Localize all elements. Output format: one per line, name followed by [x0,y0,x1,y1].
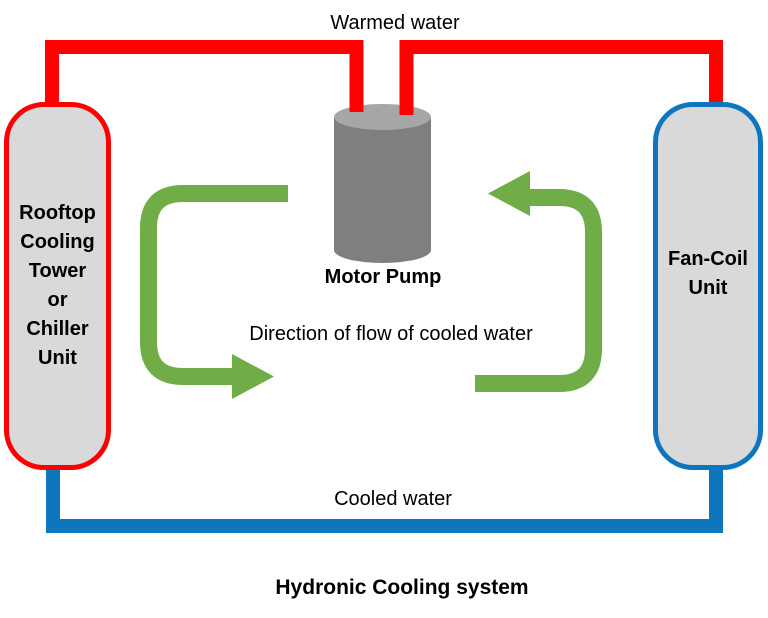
cooling-tower-label-line: or [47,289,68,311]
warm-water-pipe-right [399,40,723,115]
flow-arrow-left-head-icon [232,354,274,399]
diagram-title: Hydronic Cooling system [275,576,529,599]
cooling-tower-label: Rooftop Cooling Tower or Chiller Unit [19,199,96,373]
flow-arrow-right-curve [475,189,602,392]
pump-cylinder-top [334,104,431,130]
cooling-tower-label-line: Cooling [20,231,95,253]
fan-coil-unit: Fan-Coil Unit [653,102,763,470]
cooled-water-label: Cooled water [334,488,452,510]
flow-direction-label: Direction of flow of cooled water [249,323,533,345]
fan-coil-label-line: Fan-Coil [668,248,748,270]
warm-water-pipe-left [45,40,364,112]
pump-cylinder-body [334,117,431,263]
cooling-tower-label-line: Tower [28,260,87,282]
flow-arrow-left-curve [140,185,288,385]
warmed-water-label: Warmed water [330,12,460,34]
fan-coil-label: Fan-Coil Unit [668,245,748,303]
cooling-tower-label-line: Unit [38,347,77,369]
cooling-tower-label-line: Chiller [26,318,89,340]
cooling-tower-label-line: Rooftop [19,202,96,224]
cooling-tower-unit: Rooftop Cooling Tower or Chiller Unit [4,102,111,470]
flow-arrow-right-head-icon [488,171,530,216]
cool-water-pipe [46,468,723,533]
motor-pump-label: Motor Pump [324,266,442,288]
fan-coil-label-line: Unit [688,277,728,299]
